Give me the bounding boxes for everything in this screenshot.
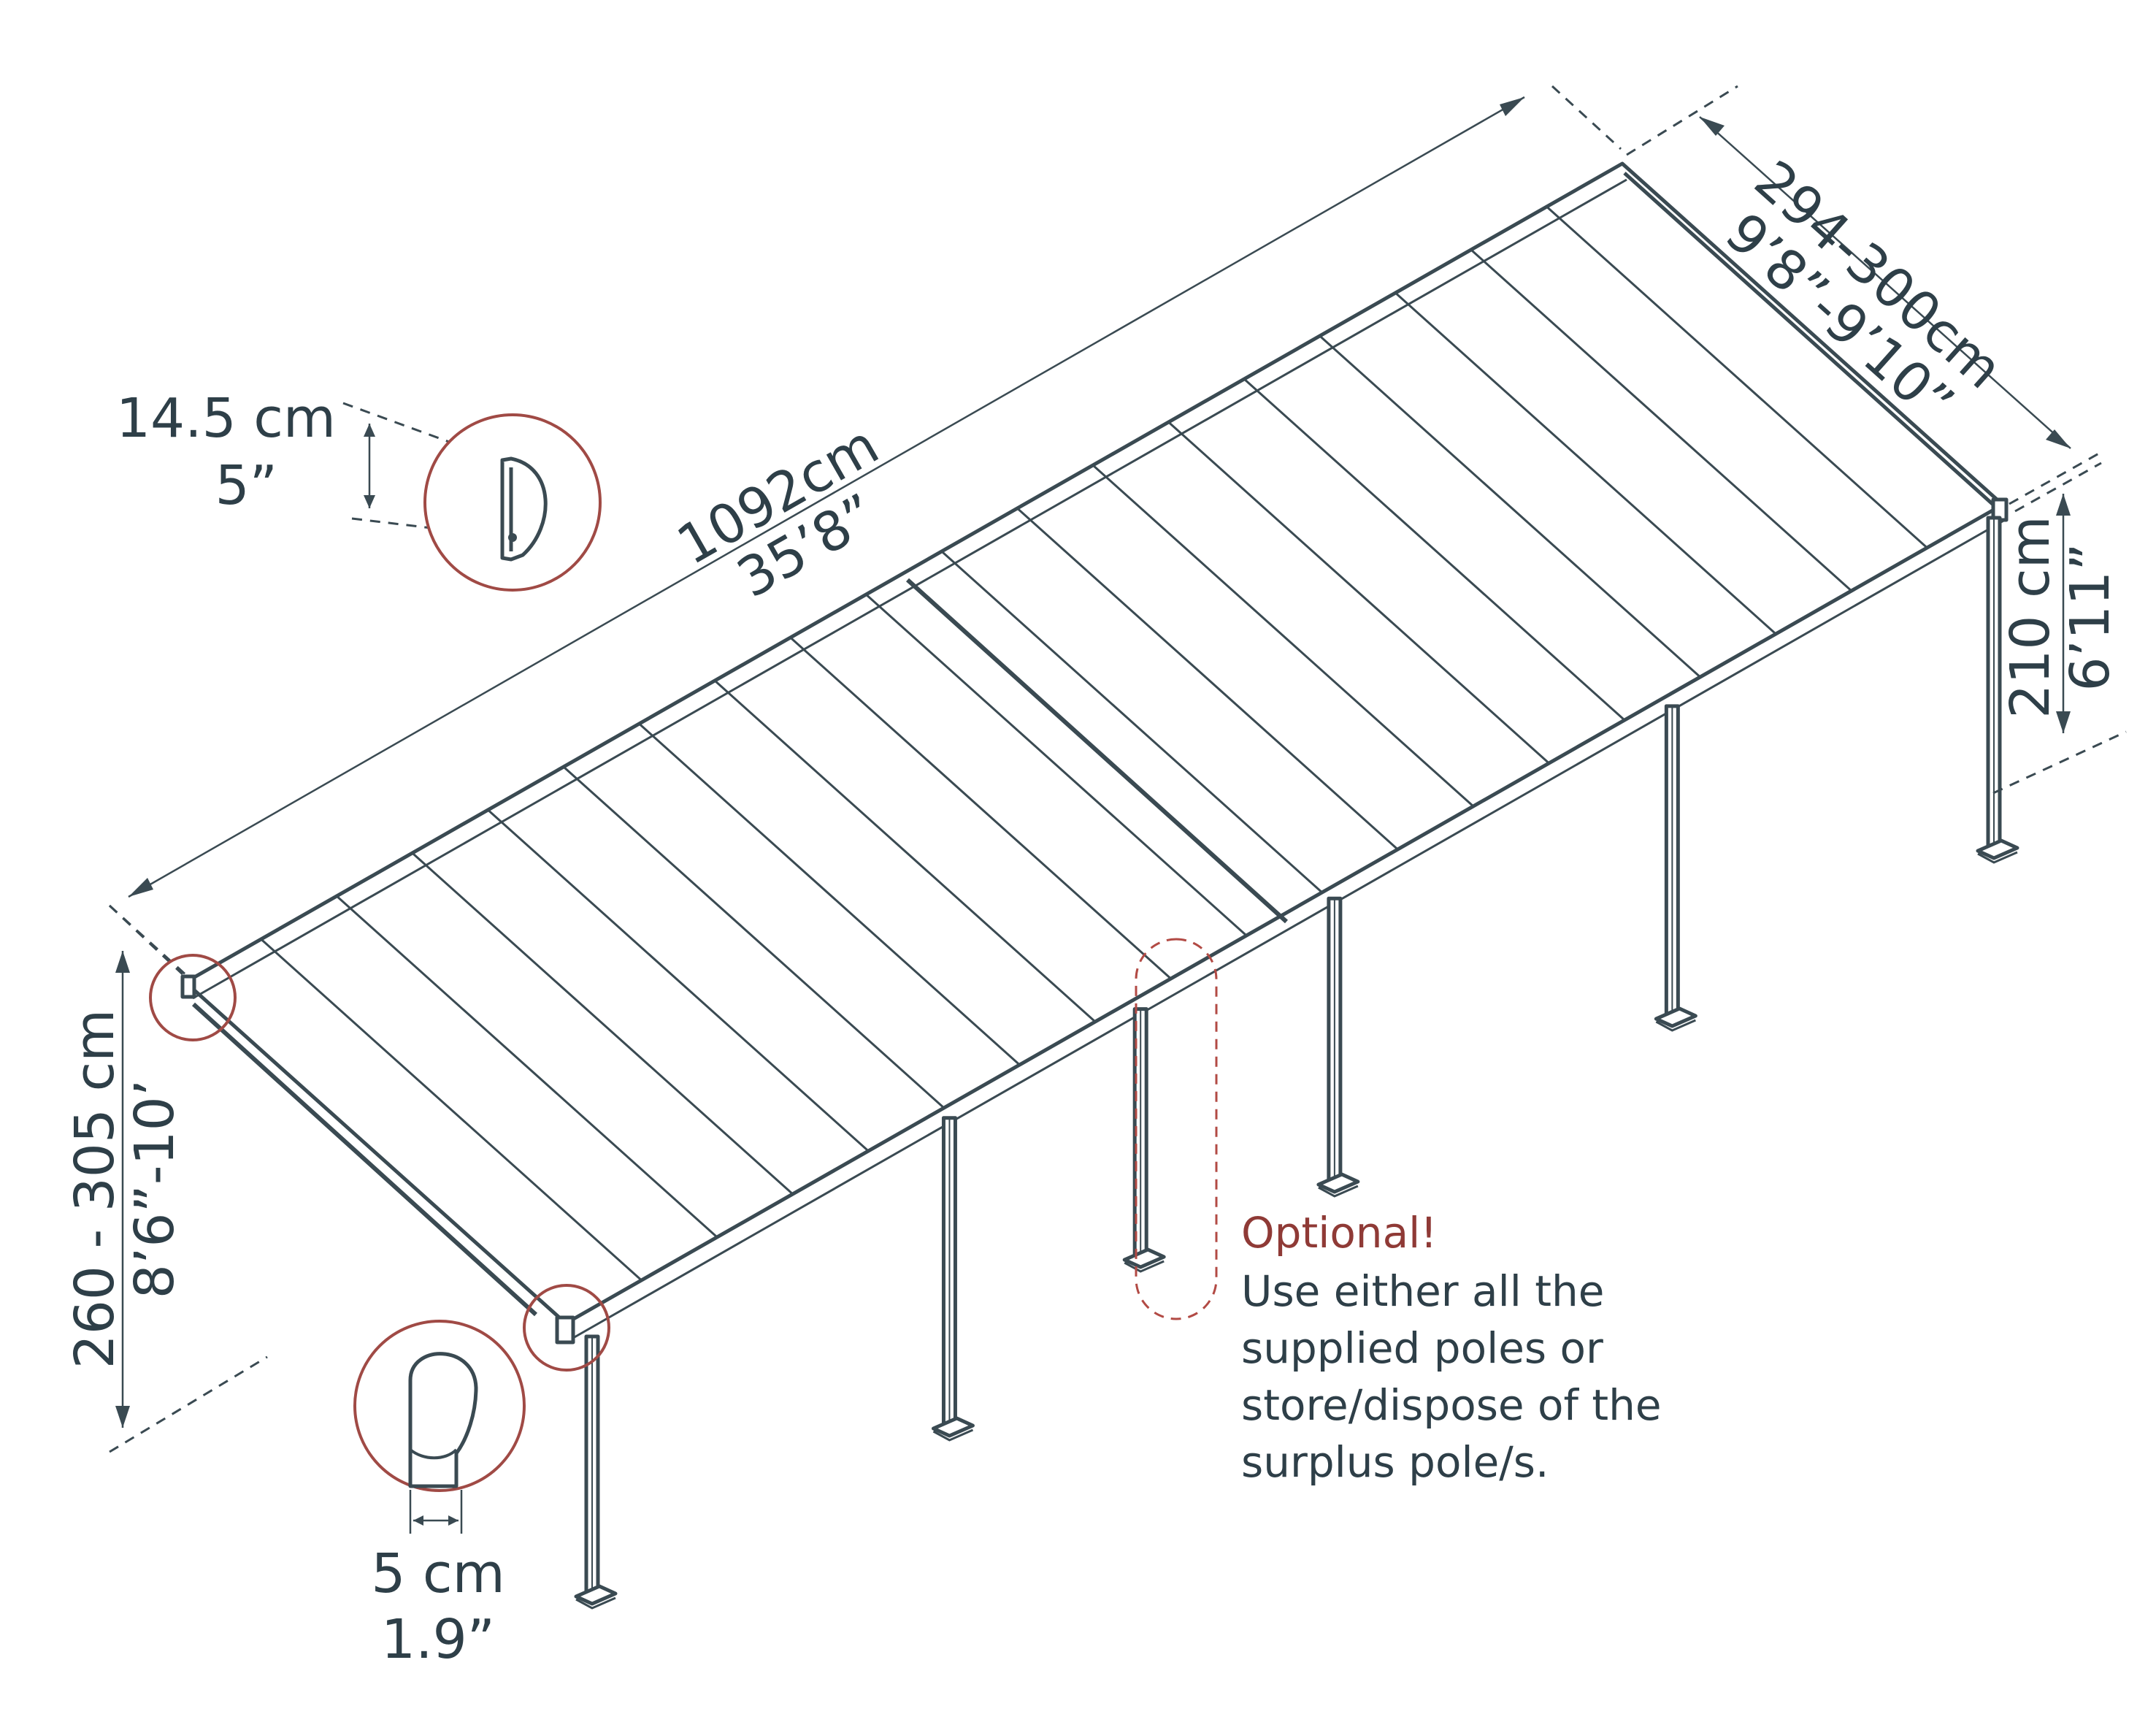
end-cap-back-left xyxy=(180,974,196,999)
note-line: supplied poles or xyxy=(1241,1323,1603,1373)
extension-line xyxy=(1551,85,1622,150)
end-cap-front-left xyxy=(555,1315,575,1345)
extension-line xyxy=(1626,85,1738,156)
arrowhead xyxy=(2056,494,2071,516)
back-height-dimension: 210 cm 6’11” xyxy=(1992,462,2127,795)
pole-base-plate xyxy=(931,1416,975,1438)
extension-line xyxy=(2009,450,2103,505)
pole-base-plate xyxy=(1654,1006,1697,1028)
front-height-dimension: 260 - 305 cm 8’6”-10’ xyxy=(64,904,268,1453)
extension-line xyxy=(1992,730,2127,795)
center-rafter xyxy=(905,578,1289,924)
panel-line xyxy=(1016,507,1399,851)
arrowhead xyxy=(1500,97,1524,116)
pole-base-plate xyxy=(574,1584,618,1606)
pole-base-edge xyxy=(575,1596,616,1610)
panel-line xyxy=(260,938,642,1282)
panel-line xyxy=(1092,464,1474,808)
arrowhead xyxy=(364,495,375,508)
note-title: Optional! xyxy=(1241,1208,1437,1258)
panel-line xyxy=(1319,334,1701,678)
arrowhead xyxy=(364,424,375,437)
front-height-metric: 260 - 305 cm xyxy=(64,1009,126,1369)
arrowhead xyxy=(1700,117,1725,136)
corner-callout-back xyxy=(149,954,237,1041)
panel-line xyxy=(1395,291,1777,635)
pole-base-edge xyxy=(932,1428,974,1442)
panel-line xyxy=(336,895,718,1239)
pole-detail: 5 cm 1.9” xyxy=(353,1320,526,1671)
front-height-imperial: 8’6”-10’ xyxy=(123,1079,186,1298)
note-line: store/dispose of the xyxy=(1241,1380,1662,1430)
pole-bracket-icon xyxy=(408,1352,478,1488)
note-line: Use either all the xyxy=(1241,1266,1604,1316)
panel-line xyxy=(1470,248,1852,592)
profile-metric: 14.5 cm xyxy=(116,387,336,450)
pole-imperial: 1.9” xyxy=(381,1608,495,1671)
panel-line xyxy=(1243,378,1626,722)
panel-line xyxy=(940,550,1323,894)
panel-line xyxy=(487,808,870,1152)
extension-line xyxy=(109,1355,268,1453)
profile-rivet xyxy=(508,533,517,542)
panel-line xyxy=(1167,421,1550,765)
panel-line xyxy=(411,852,794,1196)
panel-line xyxy=(865,593,1248,937)
profile-imperial: 5” xyxy=(215,454,277,517)
corner-callout-front xyxy=(523,1284,610,1372)
pole-bracket-seam xyxy=(409,1448,458,1460)
panel-line xyxy=(714,679,1097,1023)
panel-line xyxy=(562,765,945,1109)
arrowhead xyxy=(115,951,130,973)
side-rafter-right xyxy=(1623,172,2002,513)
poles xyxy=(574,516,2019,1610)
arrowhead xyxy=(413,1515,423,1526)
pole-base-edge xyxy=(1977,851,2018,864)
panel-line xyxy=(1546,205,1928,549)
arrowhead xyxy=(2056,711,2071,733)
arrowhead xyxy=(448,1515,459,1526)
back-height-imperial: 6’11” xyxy=(2059,543,2122,691)
pole-base-plate xyxy=(1316,1172,1360,1194)
wall-beam-inner xyxy=(192,178,1627,1000)
side-rafter xyxy=(191,1002,538,1317)
back-height-metric: 210 cm xyxy=(1999,516,2062,719)
arrowhead xyxy=(128,878,153,897)
arrowhead xyxy=(115,1406,130,1428)
optional-note: Optional! Use either all the supplied po… xyxy=(1241,1208,1662,1487)
roof-outline xyxy=(183,161,2005,1326)
arrowhead xyxy=(2046,429,2071,448)
pole-base-edge xyxy=(1318,1185,1359,1198)
width-arrow xyxy=(1699,116,2071,449)
gutter-inner xyxy=(572,519,2006,1339)
pole-base-plate xyxy=(1976,838,2019,860)
profile-detail: 14.5 cm 5” xyxy=(116,387,602,592)
pole-base-edge xyxy=(1655,1019,1696,1032)
panel-line xyxy=(638,722,1021,1066)
pole-base-plate xyxy=(1122,1247,1166,1269)
roof-frame xyxy=(180,161,2009,1345)
note-line: surplus pole/s. xyxy=(1241,1437,1549,1487)
optional-pole-highlight xyxy=(1135,938,1218,1320)
pole-base-edge xyxy=(1124,1260,1165,1273)
pole-metric: 5 cm xyxy=(371,1542,505,1605)
extension-line xyxy=(2014,462,2102,513)
length-arrow xyxy=(128,96,1525,898)
roof-panels xyxy=(260,205,1928,1282)
panel-line xyxy=(789,636,1172,980)
